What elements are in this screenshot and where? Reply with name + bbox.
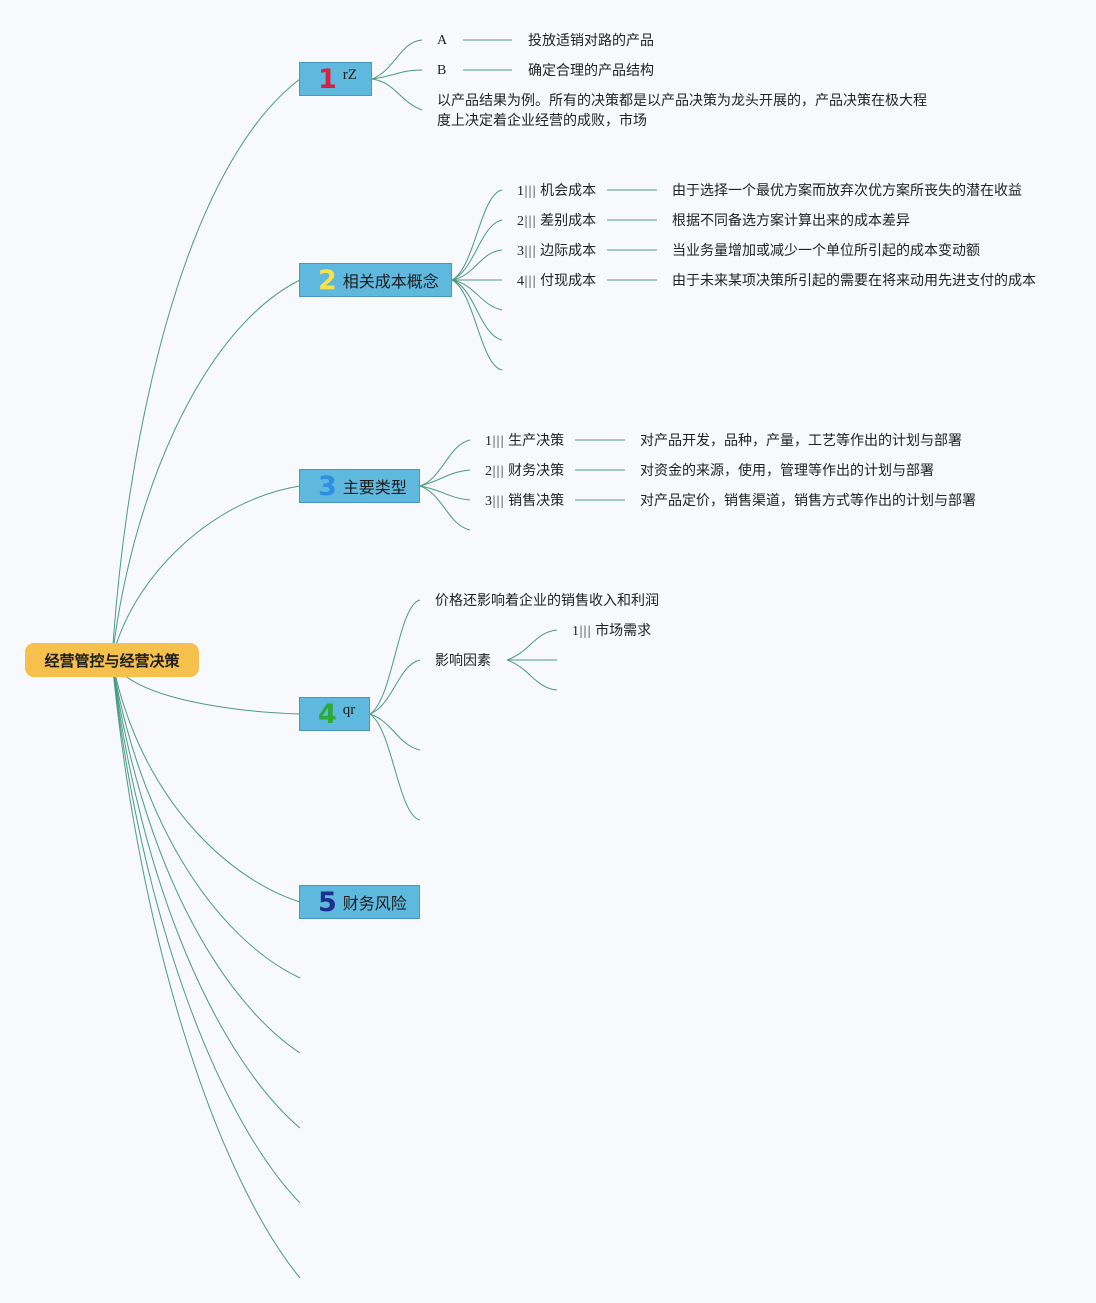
topic-label-4: qr <box>342 701 356 718</box>
item-name: 付现成本 <box>540 273 597 289</box>
decision-type-item-1[interactable]: 1|||生产决策 <box>485 431 564 452</box>
topic-5[interactable]: 5 财务风险 <box>299 885 420 919</box>
decision-type-item-3[interactable]: 3|||销售决策 <box>485 491 564 512</box>
cost-concept-item-3[interactable]: 3|||边际成本 <box>517 241 596 262</box>
topic-number-1: 1 <box>318 63 337 95</box>
item-name: 差别成本 <box>540 213 597 229</box>
topic-3[interactable]: 3 主要类型 <box>299 469 420 503</box>
item-index: 1 <box>517 184 524 199</box>
cost-concept-item-2[interactable]: 2|||差别成本 <box>517 211 596 232</box>
item-separator: ||| <box>524 214 537 228</box>
topic-1-child-desc-a[interactable]: 投放适销对路的产品 <box>528 33 654 49</box>
root-topic-label: 经营管控与经营决策 <box>44 651 180 670</box>
item-index: 1 <box>572 624 579 639</box>
item-separator: ||| <box>492 494 505 508</box>
item-separator: ||| <box>579 624 592 638</box>
item-index: 2 <box>485 464 492 479</box>
topic-4[interactable]: 4 qr <box>299 697 370 731</box>
item-index: 2 <box>517 214 524 229</box>
item-name: 机会成本 <box>540 183 597 199</box>
topic-number-4: 4 <box>318 698 337 730</box>
topic-1[interactable]: 1 rZ <box>299 62 372 96</box>
decision-type-desc-1[interactable]: 对产品开发，品种，产量，工艺等作出的计划与部署 <box>640 433 962 449</box>
topic-1-child-desc-b[interactable]: 确定合理的产品结构 <box>528 63 654 79</box>
cost-concept-desc-4[interactable]: 由于未来某项决策所引起的需要在将来动用先进支付的成本 <box>672 273 1036 289</box>
item-name: 生产决策 <box>508 433 565 449</box>
influence-factor-item-1[interactable]: 1|||市场需求 <box>572 621 651 642</box>
price-impact-text[interactable]: 价格还影响着企业的销售收入和利润 <box>435 593 659 609</box>
cost-concept-desc-3[interactable]: 当业务量增加或减少一个单位所引起的成本变动额 <box>672 243 980 259</box>
decision-type-desc-3[interactable]: 对产品定价，销售渠道，销售方式等作出的计划与部署 <box>640 493 976 509</box>
topic-label-2: 相关成本概念 <box>342 272 439 291</box>
decision-type-item-2[interactable]: 2|||财务决策 <box>485 461 564 482</box>
item-separator: ||| <box>524 274 537 288</box>
decision-type-desc-2[interactable]: 对资金的来源，使用，管理等作出的计划与部署 <box>640 463 934 479</box>
influence-factors[interactable]: 影响因素 <box>435 653 491 669</box>
item-index: 3 <box>485 494 492 509</box>
topic-1-note[interactable]: 以产品结果为例。所有的决策都是以产品决策为龙头开展的，产品决策在极大程度上决定着… <box>437 93 927 129</box>
item-name: 销售决策 <box>508 493 565 509</box>
item-index: 1 <box>485 434 492 449</box>
item-name: 边际成本 <box>540 243 597 259</box>
item-separator: ||| <box>524 184 537 198</box>
item-separator: ||| <box>492 434 505 448</box>
topic-2[interactable]: 2 相关成本概念 <box>299 263 452 297</box>
cost-concept-desc-2[interactable]: 根据不同备选方案计算出来的成本差异 <box>672 213 910 229</box>
item-name: 财务决策 <box>508 463 565 479</box>
item-index: 3 <box>517 244 524 259</box>
root-topic[interactable]: 经营管控与经营决策 <box>25 643 199 677</box>
topic-number-5: 5 <box>318 886 337 918</box>
topic-1-child-key-a[interactable]: A <box>437 33 448 48</box>
cost-concept-desc-1[interactable]: 由于选择一个最优方案而放弃次优方案所丧失的潜在收益 <box>672 183 1022 199</box>
topic-label-1: rZ <box>342 66 357 83</box>
topic-label-5: 财务风险 <box>342 894 407 913</box>
topic-1-child-key-b[interactable]: B <box>437 63 447 78</box>
item-index: 4 <box>517 274 524 289</box>
topic-number-3: 3 <box>318 470 337 502</box>
cost-concept-item-4[interactable]: 4|||付现成本 <box>517 271 596 292</box>
item-separator: ||| <box>524 244 537 258</box>
topic-label-3: 主要类型 <box>342 478 407 497</box>
item-name: 市场需求 <box>595 623 652 639</box>
cost-concept-item-1[interactable]: 1|||机会成本 <box>517 181 596 202</box>
topic-number-2: 2 <box>318 264 337 296</box>
item-separator: ||| <box>492 464 505 478</box>
